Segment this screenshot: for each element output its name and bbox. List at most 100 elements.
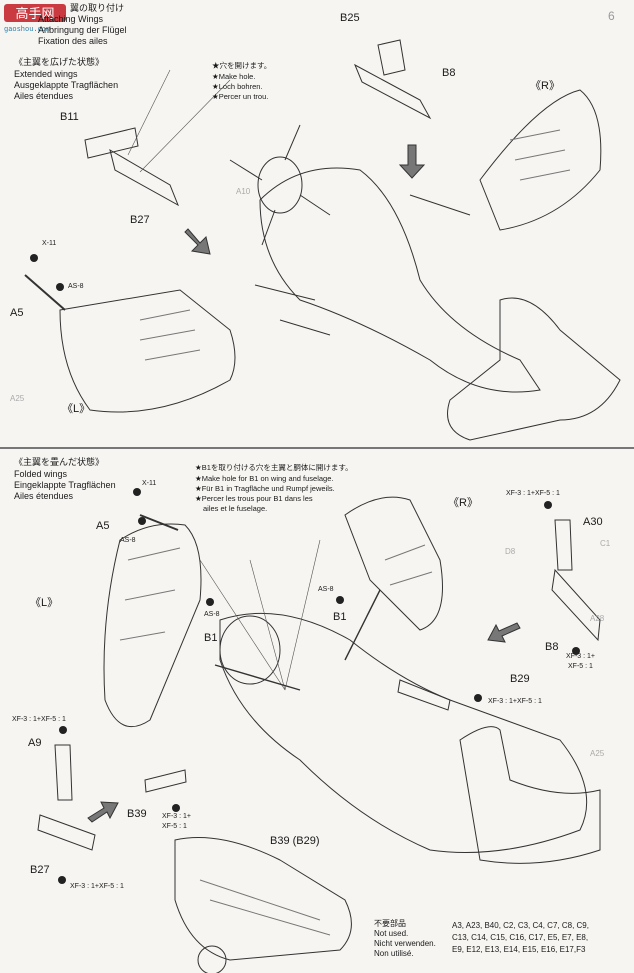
- title-line-ja: 翼の取り付け: [70, 3, 125, 13]
- propeller-hub-bottom: [219, 615, 281, 685]
- extended-title-fr: Ailes étendues: [14, 91, 74, 101]
- glue-dot-xf-right: [544, 501, 552, 509]
- left-wing-top: [59, 289, 236, 413]
- title-line-fr: Fixation des ailes: [38, 36, 108, 46]
- wheel-inset: [197, 945, 227, 973]
- label-xf-right: XF-3 : 1+XF-5 : 1: [506, 490, 560, 497]
- label-a5-top: A5: [10, 307, 24, 319]
- right-folded-wing: [344, 496, 443, 631]
- label-x11-bottom: X-11: [142, 480, 157, 487]
- fuselage-bottom: [219, 612, 588, 853]
- part-b11-top: [84, 127, 139, 159]
- watermark-url: gaoshou.com: [4, 26, 51, 34]
- label-b39-b29: B39 (B29): [270, 835, 320, 847]
- label-b8-top: B8: [442, 67, 456, 79]
- not-used-label-ja: 不要部品: [374, 919, 406, 928]
- label-b25: B25: [340, 12, 360, 24]
- part-a5-bottom: [139, 514, 179, 531]
- not-used-parts-line-1: A3, A23, B40, C2, C3, C4, C7, C8, C9,: [452, 921, 589, 930]
- arrow-right-bottom: [87, 801, 119, 823]
- glue-dot-as8-c: [336, 596, 344, 604]
- label-right-wing-top: 《R》: [530, 80, 560, 92]
- label-b29-paint: XF-3 : 1+XF-5 : 1: [488, 698, 542, 705]
- label-as8-c: AS-8: [318, 586, 334, 593]
- b1-note-fr-2: ailes et le fuselage.: [203, 504, 268, 513]
- label-xf-left: XF-3 : 1+XF-5 : 1: [12, 716, 66, 723]
- section-divider: [0, 447, 634, 449]
- strut-top: [254, 194, 471, 336]
- hole-note-de: ★Loch bohren.: [212, 82, 263, 91]
- faint-mark-a10: A10: [236, 187, 251, 196]
- tail-top: [447, 297, 621, 441]
- label-b1-left: B1: [204, 632, 218, 644]
- part-b27-bottom: [37, 814, 96, 851]
- hole-note-fr: ★Percer un trou.: [212, 92, 269, 101]
- watermark-logo-icon: 高手网: [4, 4, 66, 22]
- part-a9: [54, 744, 73, 801]
- label-a9: A9: [28, 737, 42, 749]
- label-x11-top: X-11: [42, 240, 57, 247]
- part-b29: [397, 679, 451, 711]
- glue-dot-as8-top: [56, 283, 64, 291]
- glue-dot-b29-paint: [474, 694, 482, 702]
- faint-mark-a25-left: A25: [10, 394, 25, 403]
- arrow-diag-top: [184, 228, 211, 255]
- arrow-left-bottom: [487, 622, 521, 643]
- label-b27-bottom: B27: [30, 864, 50, 876]
- hole-note-en: ★Make hole.: [212, 72, 256, 81]
- watermark-logo: 高手网 gaoshou.com: [4, 2, 74, 40]
- label-right-wing-bottom: 《R》: [448, 497, 478, 509]
- title-line-de: Anbringung der Flügel: [38, 25, 127, 35]
- label-b29: B29: [510, 673, 530, 685]
- part-b8-bottom: [551, 568, 601, 642]
- label-as8-a: AS-8: [120, 537, 136, 544]
- label-as8-top: AS-8: [68, 283, 84, 290]
- faint-mark-a28: A28: [590, 614, 605, 623]
- part-b27-top: [109, 148, 179, 207]
- b1-note-fr-1: ★Percer les trous pour B1 dans les: [195, 494, 313, 503]
- label-b8-paint-1: XF-3 : 1+: [566, 653, 595, 660]
- glue-dot-b8-paint: [572, 647, 580, 655]
- b1-note-en: ★Make hole for B1 on wing and fuselage.: [195, 474, 334, 483]
- label-a30: A30: [583, 516, 603, 528]
- label-b27-paint: XF-3 : 1+XF-5 : 1: [70, 883, 124, 890]
- not-used-parts-line-3: E9, E12, E13, E14, E15, E16, E17,F3: [452, 945, 586, 954]
- label-left-wing-bottom: 《L》: [30, 597, 59, 609]
- propeller-top: [229, 124, 331, 246]
- left-folded-wing: [103, 523, 202, 728]
- label-b1-right: B1: [333, 611, 347, 623]
- right-wing-top: [479, 89, 602, 231]
- faint-mark-a25: A25: [590, 749, 605, 758]
- label-a5-bottom: A5: [96, 520, 110, 532]
- glue-dot-x11-top: [30, 254, 38, 262]
- glue-dot-xf-left: [59, 726, 67, 734]
- not-used-label-fr: Non utilisé.: [374, 949, 414, 958]
- extended-title-ja: 《主翼を広げた状態》: [14, 57, 105, 67]
- label-b39-paint-1: XF-3 : 1+: [162, 813, 191, 820]
- not-used-parts-line-2: C13, C14, C15, C16, C17, E5, E7, E8,: [452, 933, 589, 942]
- part-a5-top: [24, 274, 66, 311]
- b1-note-ja: ★B1を取り付ける穴を主翼と胴体に開けます。: [195, 463, 353, 472]
- svg-text:高手网: 高手网: [15, 6, 54, 22]
- tail-bottom: [459, 726, 601, 864]
- faint-mark-d8: D8: [505, 547, 516, 556]
- fuselage-top: [259, 167, 541, 393]
- part-b39: [144, 769, 187, 793]
- hole-note-ja: ★穴を開けます。: [212, 61, 272, 70]
- extended-title-de: Ausgeklappte Tragflächen: [14, 80, 119, 90]
- glue-dot-b27-paint: [58, 876, 66, 884]
- not-used-label-en: Not used.: [374, 929, 409, 938]
- step-number-mark: 6: [608, 9, 615, 23]
- b1-note-de: ★Für B1 in Tragfläche und Rumpf jeweils.: [195, 484, 335, 493]
- label-as8-b: AS-8: [204, 611, 220, 618]
- glue-dot-as8-b: [206, 598, 214, 606]
- not-used-label-de: Nicht verwenden.: [374, 939, 436, 948]
- part-b25-top: [377, 39, 406, 76]
- part-b8-top: [354, 63, 432, 120]
- label-b8-bottom: B8: [545, 641, 559, 653]
- extended-title-en: Extended wings: [14, 69, 78, 79]
- faint-mark-c1: C1: [600, 539, 611, 548]
- arrow-down-top: [398, 144, 426, 179]
